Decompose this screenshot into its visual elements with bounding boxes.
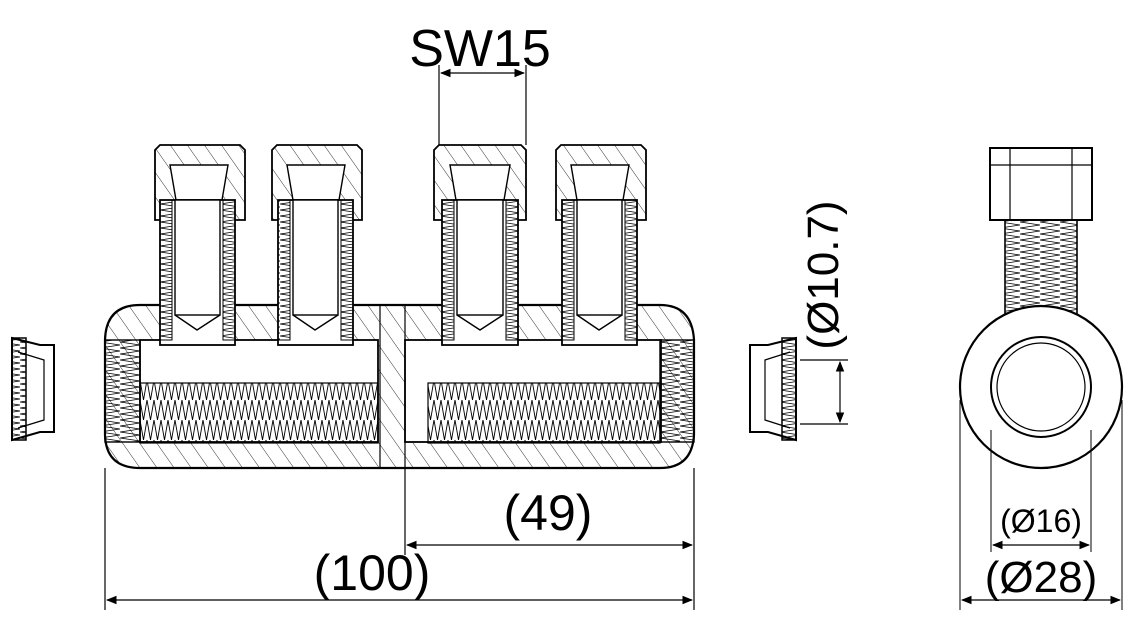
right-end-plug — [749, 336, 797, 442]
dimension-label-49: (49) — [504, 485, 593, 541]
side-view — [958, 147, 1124, 470]
dimension-label-outer: (Ø28) — [985, 553, 1097, 602]
dimension-49 — [404, 468, 695, 610]
dimension-label-thread-diameter: (Ø10.7) — [799, 200, 848, 349]
screw-4 — [555, 144, 647, 346]
dimension-bore — [990, 430, 1092, 552]
dimension-label-bore: (Ø16) — [1000, 503, 1082, 539]
screw-3 — [433, 144, 527, 346]
screw-1 — [154, 144, 246, 346]
manifold-body — [103, 303, 696, 470]
dimension-label-sw15: SW15 — [409, 20, 551, 78]
dimension-outer — [959, 400, 1123, 610]
screw-2 — [271, 144, 363, 346]
dimension-100 — [104, 468, 694, 610]
dimension-sw15 — [438, 65, 527, 145]
dimension-label-100: (100) — [314, 545, 431, 601]
dimension-thread-diameter — [800, 359, 848, 425]
left-end-plug — [11, 336, 55, 442]
